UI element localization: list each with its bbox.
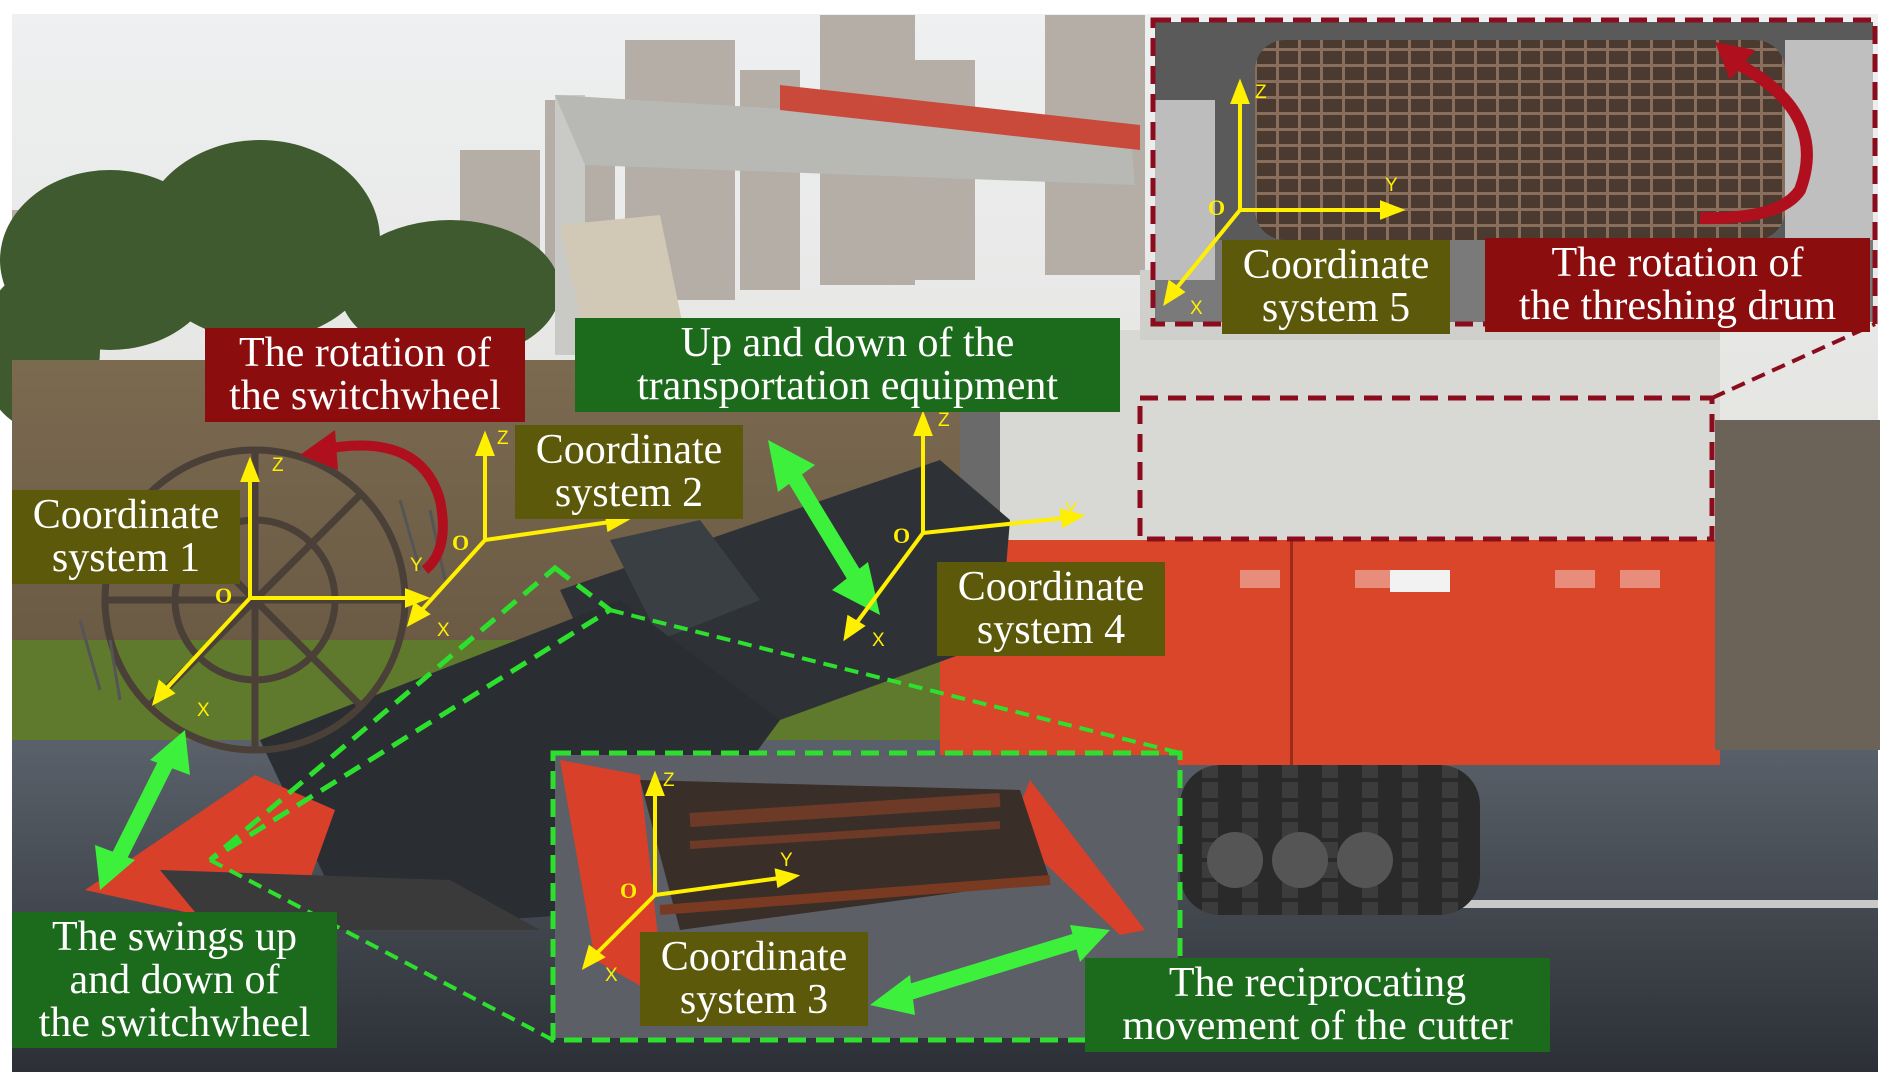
cs5-line-1: Coordinate (1242, 242, 1430, 288)
threshing-region-callout (1137, 395, 1715, 542)
cs5-x-label: X (1190, 298, 1203, 319)
coordinate-axes (151, 78, 1406, 970)
motion-arrows (95, 42, 1813, 1015)
transport-updown-line-1: Up and down of the (680, 320, 1015, 366)
transport-arrowhead-bottom (832, 562, 880, 615)
cs3-axes (581, 770, 801, 970)
cs1-origin-label: O (215, 583, 233, 608)
cs3-y-label: Y (780, 850, 793, 871)
cs5-line-2: system 5 (1261, 284, 1411, 331)
coordinate-system-3-label: Coordinate system 3 (640, 932, 868, 1026)
cutter-reciprocating-label: The reciprocating movement of the cutter (1085, 958, 1550, 1052)
cs1-line-1: Coordinate (32, 492, 220, 538)
cs5-y-label: Y (1385, 175, 1398, 196)
threshing-leader-line (1711, 322, 1876, 400)
cutter-leader-top (609, 608, 1181, 755)
cs2-x-label: X (437, 620, 450, 641)
cs5-origin-label: O (1208, 195, 1226, 220)
coordinate-system-1-label: Coordinate system 1 (12, 490, 240, 584)
threshing-rotation-line-1: The rotation of (1551, 240, 1804, 286)
cs2-line-2: system 2 (554, 469, 704, 516)
switchwheel-swing-line-3: the switchwheel (38, 999, 311, 1046)
threshing-rotation-arrowhead (1715, 42, 1755, 80)
cs4-line-1: Coordinate (957, 564, 1145, 610)
transport-updown-line-2: transportation equipment (636, 362, 1059, 409)
switchwheel-rotation-line-2: the switchwheel (229, 372, 501, 419)
swing-arrowhead-bottom (95, 845, 135, 890)
cs3-origin-label: O (620, 878, 638, 903)
transport-updown-label: Up and down of the transportation equipm… (575, 318, 1120, 412)
threshing-rotation-line-2: the threshing drum (1518, 282, 1837, 329)
cs1-z-label: Z (272, 455, 284, 476)
cs1-y-label: Y (410, 555, 423, 576)
transport-updown-arrow (783, 465, 867, 590)
switchwheel-swing-line-1: The swings up (52, 914, 297, 960)
cutter-arrowhead-right (1070, 925, 1110, 962)
cs1-x-label: X (197, 700, 210, 721)
transport-arrowhead-top (768, 440, 815, 492)
switchwheel-rotation-arrowhead (300, 430, 338, 470)
cutter-arrowhead-left (870, 975, 915, 1015)
cs5-z-label: Z (1255, 82, 1267, 103)
switchwheel-swing-label: The swings up and down of the switchwhee… (12, 912, 337, 1049)
switchwheel-rotation-arrow (319, 440, 448, 574)
coordinate-system-4-label: Coordinate system 4 (937, 562, 1165, 656)
cutter-reciprocating-line-1: The reciprocating (1168, 960, 1467, 1006)
cs4-axes (843, 410, 1086, 642)
switchwheel-swing-line-2: and down of (69, 956, 280, 1003)
cs2-z-label: Z (497, 428, 509, 449)
switchwheel-rotation-line-1: The rotation of (239, 330, 491, 376)
coordinate-system-5-label: Coordinate system 5 (1222, 240, 1450, 334)
cs3-line-1: Coordinate (660, 934, 848, 980)
cs3-x-label: X (605, 965, 618, 986)
coordinate-system-2-label: Coordinate system 2 (515, 425, 743, 519)
cs3-z-label: Z (663, 770, 675, 791)
threshing-rotation-arrow (1699, 54, 1813, 225)
cutter-callout (550, 750, 1183, 1043)
switchwheel-swing-arrow (107, 751, 178, 869)
cs4-x-label: X (872, 630, 885, 651)
cutter-reciprocating-arrow (897, 932, 1083, 1003)
cutter-reciprocating-line-2: movement of the cutter (1122, 1002, 1513, 1049)
cs4-origin-label: O (893, 523, 911, 548)
cs4-line-2: system 4 (976, 606, 1126, 653)
cs5-axes (1163, 78, 1406, 307)
cs2-origin-label: O (452, 530, 470, 555)
cs4-z-label: Z (938, 410, 950, 431)
cs2-line-1: Coordinate (535, 427, 723, 473)
cutter-region-callout (208, 564, 615, 863)
swing-arrowhead-top (150, 730, 190, 775)
cs1-axes (151, 456, 431, 706)
crawler-track (1180, 765, 1480, 915)
switchwheel-rotation-label: The rotation of the switchwheel (205, 328, 525, 422)
cs4-y-label: Y (1065, 500, 1078, 521)
road-marking (1300, 900, 1878, 908)
cs3-line-2: system 3 (679, 976, 829, 1023)
threshing-rotation-label: The rotation of the threshing drum (1485, 238, 1870, 332)
cs1-line-2: system 1 (51, 534, 201, 581)
